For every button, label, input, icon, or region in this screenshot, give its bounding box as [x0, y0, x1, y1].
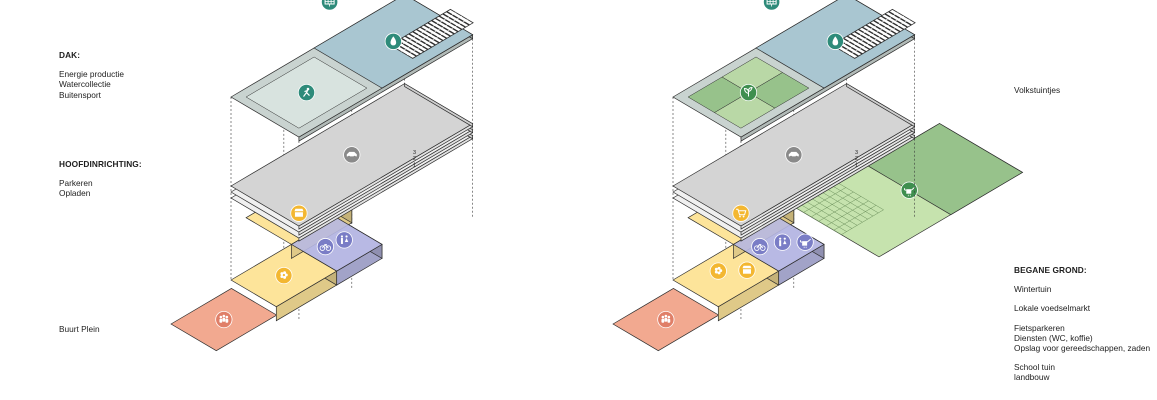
begane-grond-label-group: BEGANE GROND: Wintertuin Lokale voedselm…: [1014, 265, 1150, 383]
toilet-icon: [773, 233, 792, 251]
water-drop-icon: [384, 32, 402, 50]
flower-icon: [275, 266, 293, 285]
toilet-icon: [335, 231, 353, 249]
watering-can-icon: [900, 181, 918, 199]
water-drop-icon: [826, 32, 844, 50]
left-solar-panels: [389, 8, 474, 59]
left-level-number-2: 2: [413, 156, 416, 162]
bicycle-icon: [316, 238, 334, 256]
right-level-number-1: 1: [855, 162, 858, 168]
bicycle-icon: [751, 238, 769, 256]
bg-fietsparkeren: Fietsparkeren: [1014, 322, 1065, 333]
hoofdinrichting-line-opladen: Opladen: [59, 188, 91, 199]
car-icon: [785, 146, 803, 164]
buurt-plein-label: Buurt Plein: [59, 324, 100, 334]
right-solar-panels: [831, 8, 916, 59]
bg-school-tuin: School tuin: [1014, 362, 1056, 373]
dak-line-energie: Energie productie: [59, 69, 125, 80]
bg-diensten: Diensten (WC, koffie): [1014, 332, 1093, 343]
begane-grond-heading: BEGANE GROND:: [1014, 265, 1087, 275]
left-level-number-3: 3: [413, 150, 416, 156]
market-stall-icon: [738, 261, 756, 279]
solar-panel-icon: [321, 0, 339, 11]
solar-panel-icon: [763, 0, 781, 11]
flower-icon: [709, 262, 727, 280]
bg-landbouw: landbouw: [1014, 372, 1050, 383]
left-parking-level-3-side: [404, 82, 473, 128]
hoofdinrichting-line-parkeren: Parkeren: [59, 178, 93, 189]
shopping-cart-icon: [732, 204, 750, 222]
people-icon: [215, 310, 233, 329]
hoofdinrichting-label-group: HOOFDINRICHTING: Parkeren Opladen: [59, 159, 142, 199]
people-icon: [657, 310, 675, 329]
bg-voedselmarkt: Lokale voedselmarkt: [1014, 303, 1091, 314]
dak-line-sport: Buitensport: [59, 89, 101, 100]
left-level-number-1: 1: [413, 162, 416, 168]
watering-can-icon: [796, 233, 814, 251]
market-stall-icon: [290, 204, 308, 222]
dak-line-water: Watercollectie: [59, 79, 111, 90]
car-icon: [343, 146, 361, 164]
right-level-number-2: 2: [855, 156, 858, 162]
right-roof-garden-d: [748, 72, 810, 109]
bg-opslag: Opslag voor gereedschappen, zaden: [1014, 343, 1151, 354]
bg-wintertuin: Wintertuin: [1014, 284, 1052, 295]
dak-label-group: DAK: Energie productie Watercollectie Bu…: [59, 50, 124, 100]
right-parking-level-3-side: [846, 82, 915, 128]
hoofdinrichting-heading: HOOFDINRICHTING:: [59, 159, 142, 169]
volkstuintjes-label: Volkstuintjes: [1014, 85, 1061, 95]
sprout-icon: [739, 83, 758, 102]
right-level-number-3: 3: [855, 150, 858, 156]
dak-heading: DAK:: [59, 50, 81, 60]
right-volkstuin-plane-dark: [867, 123, 1024, 216]
runner-icon: [297, 83, 316, 102]
